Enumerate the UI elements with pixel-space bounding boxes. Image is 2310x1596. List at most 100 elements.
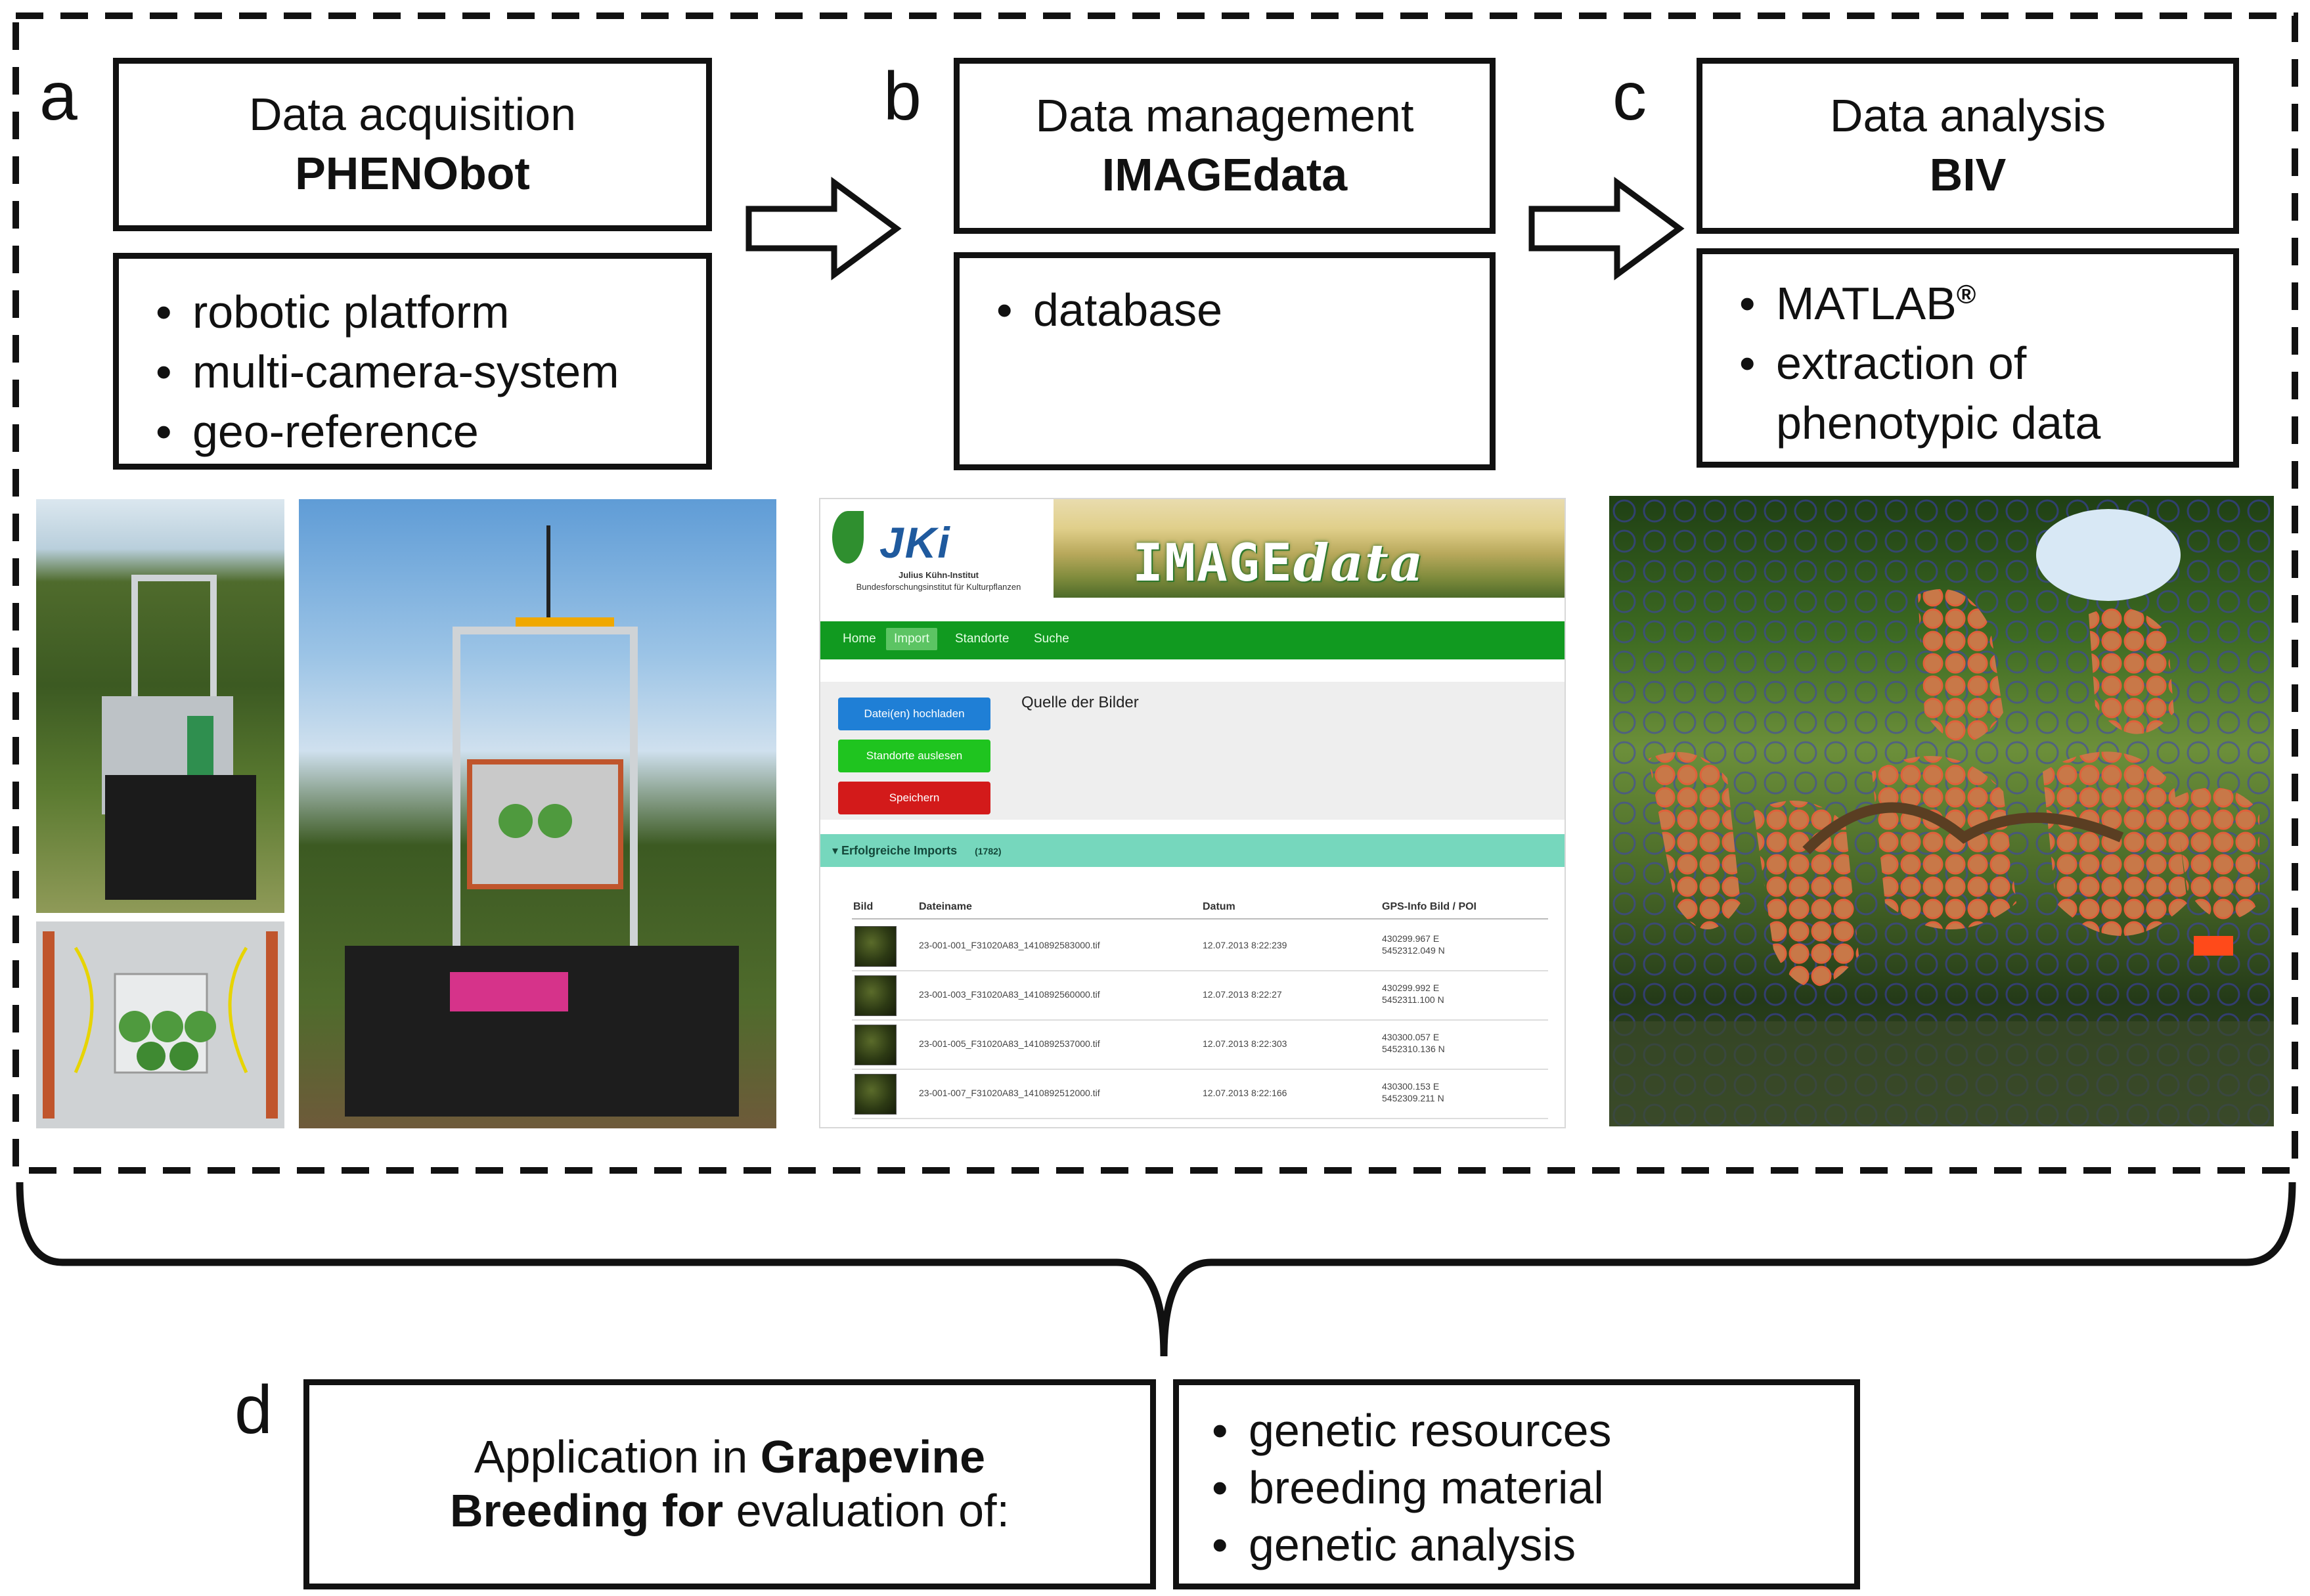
panel-d-letter: d [234, 1372, 273, 1448]
panel-d-bullets-box: genetic resources breeding material gene… [1173, 1379, 1860, 1589]
leaf-icon [832, 511, 864, 564]
grape-sketch [1609, 496, 2274, 1126]
panel-d-bullet: breeding material [1212, 1459, 1854, 1517]
screenshot-header: JKi Julius Kühn-Institut Bundesforschung… [820, 499, 1565, 598]
nav-import[interactable]: Import [886, 628, 937, 650]
camera-system-photo [36, 921, 284, 1128]
panel-c-bullet: extraction of phenotypic data [1739, 334, 2233, 453]
panel-d-bold1: Grapevine [760, 1431, 986, 1483]
row-gps-e: 430300.057 E [1382, 1032, 1440, 1042]
table-row[interactable]: 23-001-003_F31020A83_1410892560000.tif 1… [852, 970, 1548, 1021]
panel-b-title-box: Data management IMAGEdata [954, 58, 1496, 234]
panel-d-bullet: genetic resources [1212, 1402, 1854, 1459]
row-filename: 23-001-003_F31020A83_1410892560000.tif [919, 989, 1100, 1000]
dashed-frame [12, 12, 2298, 1174]
panel-a-bullet: multi-camera-system [156, 342, 706, 402]
matlab-text: MATLAB [1776, 278, 1957, 329]
nav-standorte[interactable]: Standorte [955, 632, 1010, 646]
grape-analysis-image [1609, 496, 2274, 1126]
panel-c-bullet2-line2: phenotypic data [1776, 397, 2101, 449]
panel-c-title-box: Data analysis BIV [1697, 58, 2239, 234]
arrow-b-to-c [1528, 177, 1685, 280]
panel-a-bullet: geo-reference [156, 402, 706, 462]
panel-d-text-part1: Application in [474, 1431, 761, 1483]
panel-c-bullet: MATLAB® [1739, 274, 2233, 334]
row-thumbnail [855, 975, 897, 1016]
jki-logo: JKi Julius Kühn-Institut Bundesforschung… [820, 499, 1054, 598]
imagedata-screenshot: JKi Julius Kühn-Institut Bundesforschung… [819, 498, 1566, 1128]
col-header-image: Bild [853, 901, 874, 912]
row-thumbnail [855, 1074, 897, 1115]
row-date: 12.07.2013 8:22:166 [1203, 1088, 1287, 1098]
robot-vineyard-photo [36, 499, 284, 913]
row-date: 12.07.2013 8:22:27 [1203, 989, 1282, 1000]
logo-line2: Bundesforschungsinstitut für Kulturpflan… [856, 582, 1021, 592]
nav-home[interactable]: Home [843, 632, 876, 646]
curly-brace [16, 1182, 2296, 1357]
imports-section-header[interactable]: ▾ Erfolgreiche Imports (1782) [820, 834, 1565, 867]
row-date: 12.07.2013 8:22:303 [1203, 1038, 1287, 1049]
panel-c-letter: c [1612, 58, 1647, 135]
row-gps-e: 430300.153 E [1382, 1081, 1440, 1092]
panel-b-bullet: database [996, 280, 1490, 340]
camera-sketch [43, 931, 278, 1119]
row-filename: 23-001-001_F31020A83_1410892583000.tif [919, 940, 1100, 950]
read-locations-button[interactable]: Standorte auslesen [838, 740, 990, 772]
panel-d-text-part2: evaluation of: [723, 1485, 1010, 1536]
row-gps-n: 5452312.049 N [1382, 945, 1445, 956]
robot-sketch [102, 575, 256, 900]
panel-a-title-box: Data acquisition PHENObot [113, 58, 712, 231]
upload-button[interactable]: Datei(en) hochladen [838, 698, 990, 730]
panel-b-bullets-box: database [954, 252, 1496, 470]
imagedata-banner: IMAGEdata [1054, 499, 1565, 598]
row-gps-n: 5452309.211 N [1382, 1093, 1444, 1103]
panel-a-bullets-box: robotic platform multi-camera-system geo… [113, 253, 712, 470]
save-button[interactable]: Speichern [838, 782, 990, 814]
logo-line1: Julius Kühn-Institut [898, 570, 979, 580]
col-header-filename: Dateiname [919, 901, 972, 912]
arrow-a-to-b [745, 177, 902, 280]
table-row[interactable]: 23-001-001_F31020A83_1410892583000.tif 1… [852, 921, 1548, 971]
row-gps-e: 430299.967 E [1382, 933, 1440, 944]
collapse-chevron-icon: ▾ [832, 844, 842, 857]
row-thumbnail [855, 926, 897, 967]
nav-suche[interactable]: Suche [1034, 632, 1069, 646]
panel-b-title: Data management [1035, 90, 1414, 142]
source-label: Quelle der Bilder [1021, 694, 1139, 711]
import-panel: Datei(en) hochladen Standorte auslesen S… [820, 682, 1565, 820]
col-header-gps: GPS-Info Bild / POI [1382, 901, 1477, 912]
robot-closeup-sketch [345, 525, 739, 1117]
panel-c-subtitle: BIV [1929, 149, 2007, 200]
row-filename: 23-001-007_F31020A83_1410892512000.tif [919, 1088, 1100, 1098]
nav-bar: Home Import Standorte Suche [820, 621, 1565, 659]
section-count: (1782) [975, 846, 1002, 856]
panel-c-title: Data analysis [1829, 90, 2106, 142]
robot-closeup-photo [299, 499, 776, 1128]
panel-d-bold2: Breeding for [450, 1485, 724, 1536]
row-thumbnail [855, 1025, 897, 1065]
panel-c-bullet2-line1: extraction of [1776, 338, 2027, 389]
table-row[interactable]: 23-001-007_F31020A83_1410892512000.tif 1… [852, 1069, 1548, 1119]
table-row[interactable]: 23-001-005_F31020A83_1410892537000.tif 1… [852, 1019, 1548, 1070]
panel-b-subtitle: IMAGEdata [1101, 149, 1348, 200]
panel-a-bullet: robotic platform [156, 282, 706, 342]
row-date: 12.07.2013 8:22:239 [1203, 940, 1287, 950]
panel-a-subtitle: PHENObot [295, 148, 530, 199]
col-header-date: Datum [1203, 901, 1235, 912]
header-divider [852, 918, 1548, 920]
banner-title: IMAGEdata [1132, 533, 1425, 593]
row-gps-n: 5452311.100 N [1382, 994, 1444, 1005]
row-filename: 23-001-005_F31020A83_1410892537000.tif [919, 1038, 1100, 1049]
row-gps-n: 5452310.136 N [1382, 1044, 1445, 1054]
jki-logo-text: JKi [879, 518, 951, 567]
panel-a-letter: a [39, 58, 78, 135]
row-gps-e: 430299.992 E [1382, 983, 1440, 993]
panel-d-bullet: genetic analysis [1212, 1517, 1854, 1574]
panel-b-letter: b [883, 58, 922, 135]
registered-mark: ® [1956, 280, 1976, 309]
section-title: Erfolgreiche Imports [841, 844, 958, 857]
panel-c-bullets-box: MATLAB® extraction of phenotypic data [1697, 248, 2239, 468]
